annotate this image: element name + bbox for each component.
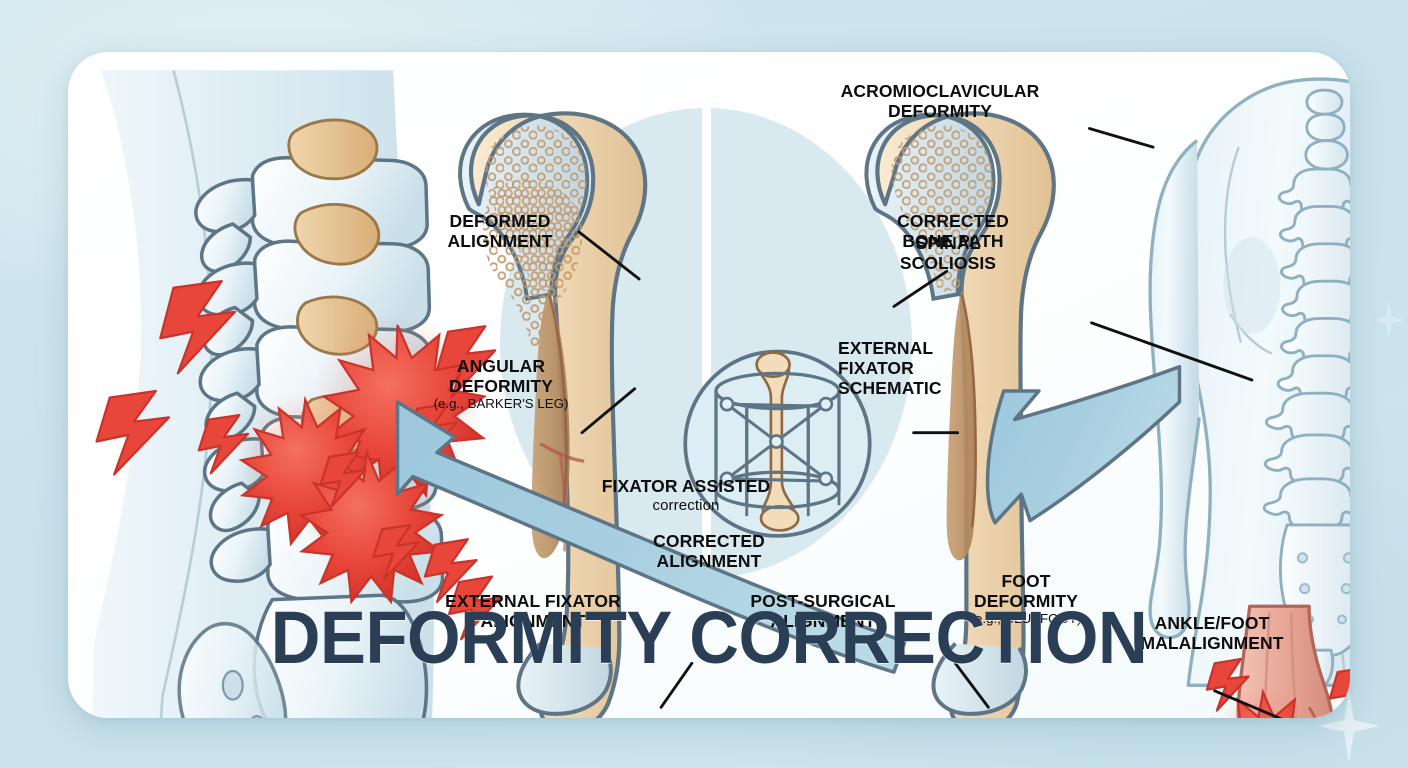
label-spinal-scoliosis: SPINAL SCOLIOSIS	[899, 233, 997, 273]
label-corrected-bone-path: CORRECTED BONE PATH	[897, 211, 1009, 251]
label-foot-deformity: FOOT DEFORMITY (e.g., CLUBFOOT)	[936, 552, 1116, 646]
label-foot-deformity-main: FOOT DEFORMITY	[974, 570, 1078, 611]
label-corrected-alignment: CORRECTED ALIGNMENT	[653, 531, 765, 571]
left-curved-arrow	[395, 400, 907, 674]
label-fixator-assisted: FIXATOR ASSISTED correction	[566, 457, 806, 533]
label-angular-deformity-main: ANGULAR DEFORMITY	[449, 355, 553, 396]
label-angular-deformity: ANGULAR DEFORMITY (e.g., BARKER'S LEG)	[416, 337, 586, 431]
page-title: DEFORMITY CORRECTION	[270, 596, 1148, 679]
label-external-fixator-schematic: EXTERNAL FIXATOR SCHEMATIC	[838, 338, 942, 398]
right-curved-arrow	[985, 365, 1182, 525]
label-acromioclavicular-deformity: ACROMIOCLAVICULAR DEFORMITY	[840, 81, 1040, 121]
label-foot-deformity-sub: (e.g., CLUBFOOT)	[970, 611, 1082, 627]
label-fixator-assisted-sub: correction	[652, 496, 720, 514]
label-angular-deformity-sub: (e.g., BARKER'S LEG)	[433, 396, 569, 412]
femur-comparison-illustration	[458, 111, 1056, 718]
label-deformed-alignment: DEFORMED ALIGNMENT	[447, 211, 553, 251]
center-oval-divider	[702, 102, 711, 582]
label-fixator-assisted-main: FIXATOR ASSISTED	[601, 475, 771, 496]
scoliotic-spine-column	[1262, 88, 1350, 689]
clubfoot-ankle-illustration	[1205, 604, 1350, 718]
label-post-surgical-alignment: POST-SURGICAL ALIGNMENT	[750, 591, 896, 631]
posterior-torso-illustration	[1148, 77, 1350, 718]
ilizarov-fixator-schematic	[683, 349, 872, 538]
correction-arrows	[395, 365, 1182, 674]
label-leader-lines	[577, 127, 1283, 718]
content-card: DEFORMED ALIGNMENT ANGULAR DEFORMITY (e.…	[68, 52, 1350, 718]
lumbar-spine-illustration	[92, 69, 502, 718]
label-ankle-foot-malalignment: ANKLE/FOOT MALALIGNMENT	[1140, 613, 1284, 653]
label-external-fixator-alignment: EXTERNAL FIXATOR ALIGNMENT	[445, 591, 621, 631]
